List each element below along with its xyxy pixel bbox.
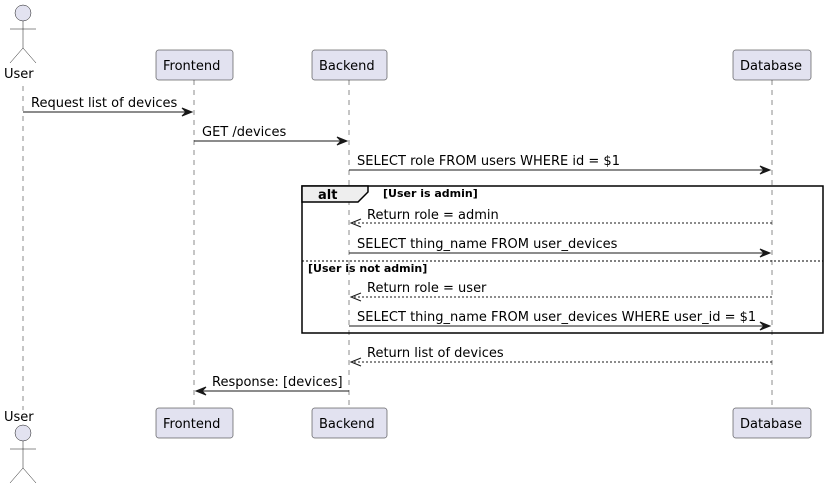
message-select-role: SELECT role FROM users WHERE id = $1 bbox=[349, 154, 772, 175]
message-label: Response: [devices] bbox=[212, 375, 343, 390]
frontend-label: Frontend bbox=[163, 59, 220, 74]
message-label: SELECT thing_name FROM user_devices bbox=[357, 237, 618, 252]
alt-fragment: alt [User is admin] [User is not admin] bbox=[301, 185, 824, 334]
message-request-list: Request list of devices bbox=[23, 96, 194, 117]
message-return-admin: Return role = admin bbox=[349, 208, 772, 228]
message-label: GET /devices bbox=[202, 125, 286, 140]
backend-participant-bottom: Backend bbox=[311, 407, 388, 439]
message-label: SELECT thing_name FROM user_devices WHER… bbox=[357, 310, 756, 325]
alt-fragment-tab bbox=[301, 185, 369, 203]
database-participant-top: Database bbox=[732, 49, 812, 81]
user-actor-label: User bbox=[4, 410, 34, 425]
user-actor-bottom: User bbox=[4, 410, 37, 484]
message-return-list: Return list of devices bbox=[349, 346, 772, 367]
message-select-thing-name: SELECT thing_name FROM user_devices bbox=[349, 237, 772, 258]
user-actor-label: User bbox=[4, 67, 34, 82]
message-get-devices: GET /devices bbox=[194, 125, 349, 146]
message-label: Return role = admin bbox=[367, 208, 499, 223]
alt-guard-admin: [User is admin] bbox=[383, 187, 478, 200]
message-label: Return role = user bbox=[367, 281, 487, 296]
frontend-participant-bottom: Frontend bbox=[155, 407, 234, 439]
database-label: Database bbox=[740, 59, 802, 74]
message-label: Request list of devices bbox=[31, 96, 178, 111]
alt-keyword: alt bbox=[318, 188, 337, 203]
user-actor-top: User bbox=[4, 4, 37, 82]
database-participant-bottom: Database bbox=[732, 407, 812, 439]
frontend-participant-top: Frontend bbox=[155, 49, 234, 81]
backend-participant-top: Backend bbox=[311, 49, 388, 81]
message-select-thing-name-by-user: SELECT thing_name FROM user_devices WHER… bbox=[349, 310, 772, 331]
message-return-user: Return role = user bbox=[349, 281, 772, 302]
message-label: Return list of devices bbox=[367, 346, 504, 361]
database-label: Database bbox=[740, 417, 802, 432]
backend-label: Backend bbox=[319, 59, 375, 74]
backend-label: Backend bbox=[319, 417, 375, 432]
message-response-devices: Response: [devices] bbox=[194, 375, 349, 396]
message-label: SELECT role FROM users WHERE id = $1 bbox=[357, 154, 620, 169]
frontend-label: Frontend bbox=[163, 417, 220, 432]
alt-guard-not-admin: [User is not admin] bbox=[308, 262, 427, 275]
